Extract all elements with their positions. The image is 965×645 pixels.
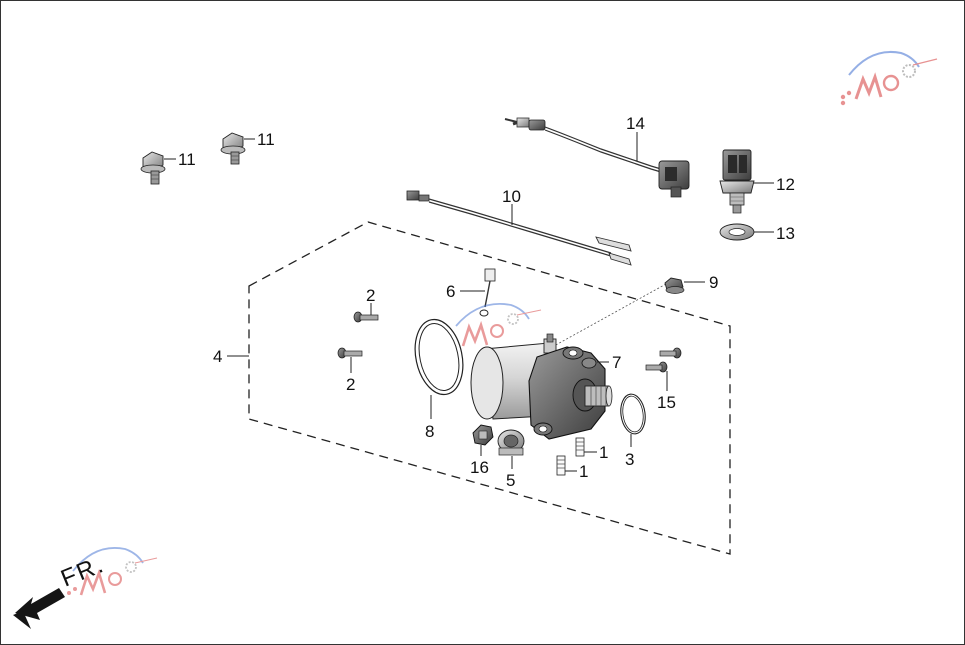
part-15-bolt-b [645, 361, 668, 373]
part-14-sensor-cable [504, 117, 690, 198]
part-1-spring-a [575, 437, 585, 457]
label-11b: 11 [257, 130, 275, 149]
watermark-logo-bottom-left [67, 547, 158, 596]
part-7-starter-motor [470, 333, 613, 440]
part-9-bolt [664, 277, 685, 294]
label-7: 7 [612, 353, 621, 372]
label-12: 12 [776, 175, 795, 194]
label-16: 16 [470, 458, 489, 477]
watermark-logo-center [455, 303, 542, 347]
part-15-bolt-a [659, 347, 682, 359]
part-13-washer [719, 223, 755, 241]
label-1b: 1 [579, 462, 588, 481]
part-8-o-ring [414, 318, 464, 396]
part-3-o-ring [620, 393, 646, 435]
part-11-bolt-b [220, 132, 246, 165]
part-12-temperature-sensor [719, 149, 755, 214]
label-8: 8 [425, 422, 434, 441]
part-1-spring-b [556, 455, 566, 476]
label-15: 15 [657, 393, 676, 412]
label-11a: 11 [178, 150, 196, 169]
label-9: 9 [709, 273, 718, 292]
label-14: 14 [626, 114, 645, 133]
bolt-9-pointer-line [553, 283, 667, 347]
part-16-brush-holder [472, 424, 494, 446]
label-5: 5 [506, 471, 515, 490]
part-11-bolt-a [140, 151, 166, 185]
watermark-logo-top-right [840, 51, 938, 106]
front-direction-arrow: FR. [13, 551, 109, 629]
label-13: 13 [776, 224, 795, 243]
assembly-boundary-dashed [248, 221, 731, 555]
label-6: 6 [446, 282, 455, 301]
part-5-brush-plate [497, 429, 525, 456]
label-2a: 2 [366, 286, 375, 305]
label-1a: 1 [599, 443, 608, 462]
part-2-bolt-a [353, 311, 379, 323]
label-3: 3 [625, 450, 634, 469]
label-10: 10 [502, 187, 521, 206]
label-2b: 2 [346, 375, 355, 394]
part-6-wire-lead [479, 268, 496, 317]
part-2-bolt-b [337, 347, 363, 359]
label-4: 4 [213, 347, 222, 366]
part-10-cable [406, 190, 632, 266]
